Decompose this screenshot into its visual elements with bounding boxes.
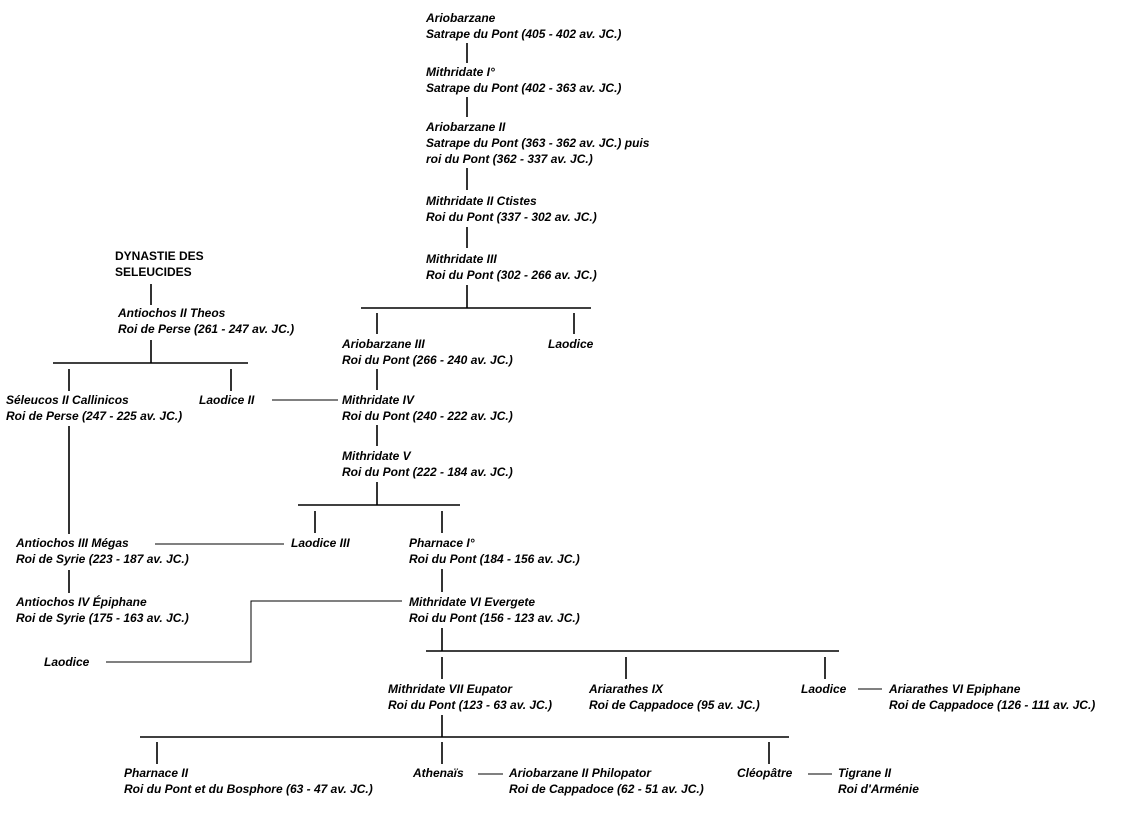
node-ariobarzane: Ariobarzane Satrape du Pont (405 - 402 a… <box>426 10 621 42</box>
node-laodice-3: Laodice III <box>291 535 350 551</box>
node-title: Roi de Perse (247 - 225 av. JC.) <box>6 409 183 423</box>
node-pharnace-1: Pharnace I° Roi du Pont (184 - 156 av. J… <box>409 535 580 567</box>
dynasty-line-1: DYNASTIE DES <box>115 249 204 263</box>
node-ariobarzane-2: Ariobarzane II Satrape du Pont (363 - 36… <box>426 119 649 167</box>
node-mithridate-1: Mithridate I° Satrape du Pont (402 - 363… <box>426 64 621 96</box>
node-name: Antiochos III Mégas <box>16 536 129 550</box>
node-title: Roi de Cappadoce (126 - 111 av. JC.) <box>889 698 1096 712</box>
node-name: Antiochos II Theos <box>118 306 226 320</box>
node-name: Mithridate I° <box>426 65 495 79</box>
node-antiochos-4: Antiochos IV Épiphane Roi de Syrie (175 … <box>16 594 189 626</box>
node-ariobarzane-3: Ariobarzane III Roi du Pont (266 - 240 a… <box>342 336 513 368</box>
node-mithridate-7: Mithridate VII Eupator Roi du Pont (123 … <box>388 681 552 713</box>
node-ariarathes-9: Ariarathes IX Roi de Cappadoce (95 av. J… <box>589 681 760 713</box>
node-title: Satrape du Pont (405 - 402 av. JC.) <box>426 27 622 41</box>
node-mithridate-5: Mithridate V Roi du Pont (222 - 184 av. … <box>342 448 513 480</box>
node-title-continued: roi du Pont (362 - 337 av. JC.) <box>426 152 593 166</box>
node-name: Ariobarzane II <box>426 120 506 134</box>
node-title: Roi du Pont (184 - 156 av. JC.) <box>409 552 580 566</box>
node-mithridate-4: Mithridate IV Roi du Pont (240 - 222 av.… <box>342 392 513 424</box>
node-mithridate-3: Mithridate III Roi du Pont (302 - 266 av… <box>426 251 597 283</box>
node-tigrane-2: Tigrane II Roi d'Arménie <box>838 765 919 797</box>
node-title: Roi du Pont (240 - 222 av. JC.) <box>342 409 513 423</box>
node-laodice-a: Laodice <box>548 336 593 352</box>
node-name: Mithridate VI Evergete <box>409 595 536 609</box>
node-name: Tigrane II <box>838 766 892 780</box>
node-dynastie-seleucides: DYNASTIE DES SELEUCIDES <box>115 248 204 280</box>
node-name: Ariobarzane II Philopator <box>509 766 652 780</box>
node-title: Roi du Pont (302 - 266 av. JC.) <box>426 268 597 282</box>
node-name: Mithridate III <box>426 252 497 266</box>
node-title: Roi du Pont (266 - 240 av. JC.) <box>342 353 513 367</box>
node-name: Pharnace I° <box>409 536 475 550</box>
node-antiochos-2: Antiochos II Theos Roi de Perse (261 - 2… <box>118 305 294 337</box>
node-laodice-2: Laodice II <box>199 392 254 408</box>
node-seleucos-2: Séleucos II Callinicos Roi de Perse (247… <box>6 392 182 424</box>
node-title: Roi du Pont (123 - 63 av. JC.) <box>388 698 553 712</box>
node-cleopatre: Cléopâtre <box>737 765 792 781</box>
node-title: Roi d'Arménie <box>838 782 919 796</box>
node-title: Roi de Syrie (223 - 187 av. JC.) <box>16 552 189 566</box>
node-athenais: Athenaïs <box>413 765 464 781</box>
node-name: Mithridate II Ctistes <box>426 194 537 208</box>
marriage-laodice-b-mithridate6 <box>106 600 402 663</box>
node-name: Laodice <box>44 655 90 669</box>
node-antiochos-3: Antiochos III Mégas Roi de Syrie (223 - … <box>16 535 189 567</box>
node-title: Satrape du Pont (402 - 363 av. JC.) <box>426 81 622 95</box>
node-title: Roi du Pont et du Bosphore (63 - 47 av. … <box>124 782 373 796</box>
node-title: Roi du Pont (156 - 123 av. JC.) <box>409 611 580 625</box>
node-name: Ariarathes VI Epiphane <box>889 682 1021 696</box>
node-laodice-c: Laodice <box>801 681 846 697</box>
node-name: Antiochos IV Épiphane <box>16 595 147 609</box>
node-name: Laodice II <box>199 393 255 407</box>
node-ariarathes-6: Ariarathes VI Epiphane Roi de Cappadoce … <box>889 681 1095 713</box>
node-name: Cléopâtre <box>737 766 793 780</box>
node-title: Roi du Pont (337 - 302 av. JC.) <box>426 210 597 224</box>
node-pharnace-2: Pharnace II Roi du Pont et du Bosphore (… <box>124 765 373 797</box>
node-mithridate-2: Mithridate II Ctistes Roi du Pont (337 -… <box>426 193 597 225</box>
node-name: Ariarathes IX <box>589 682 664 696</box>
node-name: Mithridate V <box>342 449 411 463</box>
node-name: Ariobarzane III <box>342 337 425 351</box>
node-title: Roi de Cappadoce (62 - 51 av. JC.) <box>509 782 704 796</box>
node-title: Roi du Pont (222 - 184 av. JC.) <box>342 465 513 479</box>
node-ariobarzane-2-philopator: Ariobarzane II Philopator Roi de Cappado… <box>509 765 704 797</box>
node-title: Roi de Perse (261 - 247 av. JC.) <box>118 322 295 336</box>
node-title: Satrape du Pont (363 - 362 av. JC.) puis <box>426 136 650 150</box>
node-name: Mithridate IV <box>342 393 415 407</box>
node-name: Laodice <box>548 337 594 351</box>
node-name: Athenaïs <box>413 766 464 780</box>
node-name: Pharnace II <box>124 766 189 780</box>
node-name: Ariobarzane <box>426 11 496 25</box>
dynasty-line-2: SELEUCIDES <box>115 265 192 279</box>
node-name: Laodice III <box>291 536 350 550</box>
node-name: Mithridate VII Eupator <box>388 682 513 696</box>
node-name: Séleucos II Callinicos <box>6 393 129 407</box>
node-title: Roi de Cappadoce (95 av. JC.) <box>589 698 760 712</box>
node-title: Roi de Syrie (175 - 163 av. JC.) <box>16 611 189 625</box>
node-name: Laodice <box>801 682 847 696</box>
node-mithridate-6: Mithridate VI Evergete Roi du Pont (156 … <box>409 594 580 626</box>
node-laodice-b: Laodice <box>44 654 89 670</box>
